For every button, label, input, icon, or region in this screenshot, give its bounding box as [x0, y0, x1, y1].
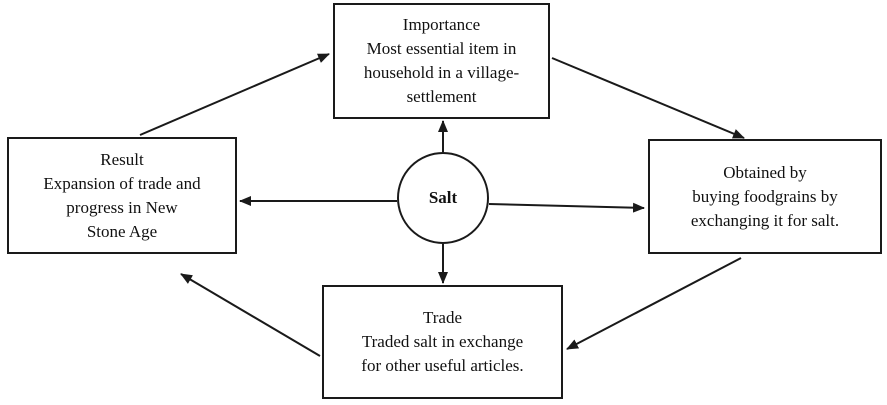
obtained-box: Obtained by buying foodgrains by exchang…	[648, 139, 882, 254]
importance-line-3: settlement	[406, 87, 477, 106]
arrow-obtained-to-trade	[566, 257, 742, 350]
obtained-line-2: exchanging it for salt.	[690, 210, 840, 230]
result-line-2: progress in New	[66, 197, 178, 217]
importance-box: Importance Most essential item in househ…	[333, 3, 550, 119]
importance-heading: Importance	[402, 15, 481, 34]
trade-heading: Trade	[422, 308, 463, 327]
trade-line-2: for other useful articles.	[361, 356, 524, 375]
result-heading: Result	[100, 149, 144, 169]
importance-line-1: Most essential item in	[366, 39, 517, 58]
result-line-3: Stone Age	[86, 221, 158, 241]
trade-box: Trade Traded salt in exchange for other …	[322, 285, 563, 399]
salt-label: Salt	[428, 188, 458, 207]
importance-line-2: household in a village-	[363, 63, 520, 82]
obtained-line-1: buying foodgrains by	[692, 186, 838, 206]
result-box: Result Expansion of trade and progress i…	[7, 137, 237, 254]
arrow-result-to-importance	[139, 53, 330, 136]
result-line-1: Expansion of trade and	[43, 173, 201, 193]
obtained-heading: Obtained by	[723, 162, 807, 182]
arrow-salt-to-obtained	[488, 202, 645, 213]
salt-center-node: Salt	[397, 152, 489, 244]
arrow-trade-to-result	[180, 273, 321, 357]
trade-line-1: Traded salt in exchange	[361, 332, 524, 351]
arrow-importance-to-obtained	[551, 57, 745, 139]
